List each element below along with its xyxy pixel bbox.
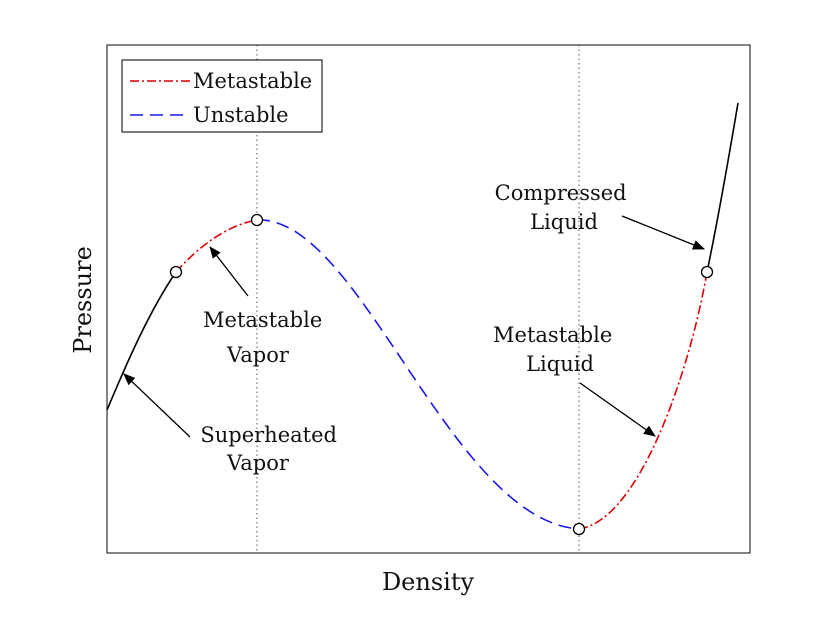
arrow-metastable-liquid bbox=[579, 382, 656, 437]
unstable-branch bbox=[256, 219, 580, 530]
label-superheated-vapor: Superheated Vapor bbox=[200, 423, 343, 475]
arrow-compressed-liquid bbox=[621, 215, 705, 250]
legend-label-metastable: Metastable bbox=[193, 69, 312, 93]
label-metastable-vapor: Metastable Vapor bbox=[203, 308, 329, 367]
stable-liquid-branch bbox=[706, 102, 739, 273]
metastable-liquid-branch bbox=[578, 271, 708, 530]
label-metastable-vapor-line1: Metastable bbox=[203, 308, 322, 332]
state-point-liquid-spinodal bbox=[572, 522, 586, 536]
state-point-vapor-spinodal bbox=[250, 213, 264, 227]
isotherm-curve bbox=[106, 102, 739, 530]
label-superheated-vapor-line1: Superheated bbox=[200, 423, 337, 447]
label-compressed-liquid-line1: Compressed bbox=[495, 181, 627, 205]
label-metastable-liquid-line1: Metastable bbox=[493, 323, 612, 347]
state-point-liquid-saturation bbox=[700, 265, 714, 279]
legend-label-unstable: Unstable bbox=[193, 103, 289, 127]
label-compressed-liquid: Compressed Liquid bbox=[495, 181, 634, 234]
label-metastable-liquid: Metastable Liquid bbox=[493, 323, 619, 376]
label-metastable-vapor-line2: Vapor bbox=[226, 343, 290, 367]
label-metastable-liquid-line2: Liquid bbox=[526, 352, 594, 376]
stable-vapor-branch bbox=[106, 271, 177, 411]
state-points bbox=[169, 213, 714, 536]
legend: Metastable Unstable bbox=[121, 59, 323, 133]
x-axis-label: Density bbox=[382, 568, 475, 596]
arrow-superheated-vapor bbox=[123, 373, 191, 438]
legend-box bbox=[121, 59, 323, 133]
plot-frame bbox=[106, 44, 751, 554]
label-superheated-vapor-line2: Vapor bbox=[226, 451, 290, 475]
label-compressed-liquid-line2: Liquid bbox=[530, 210, 598, 234]
arrow-metastable-vapor bbox=[209, 246, 249, 297]
state-point-vapor-saturation bbox=[169, 265, 183, 279]
y-axis-label: Pressure bbox=[69, 246, 97, 354]
metastable-vapor-branch bbox=[175, 219, 258, 273]
